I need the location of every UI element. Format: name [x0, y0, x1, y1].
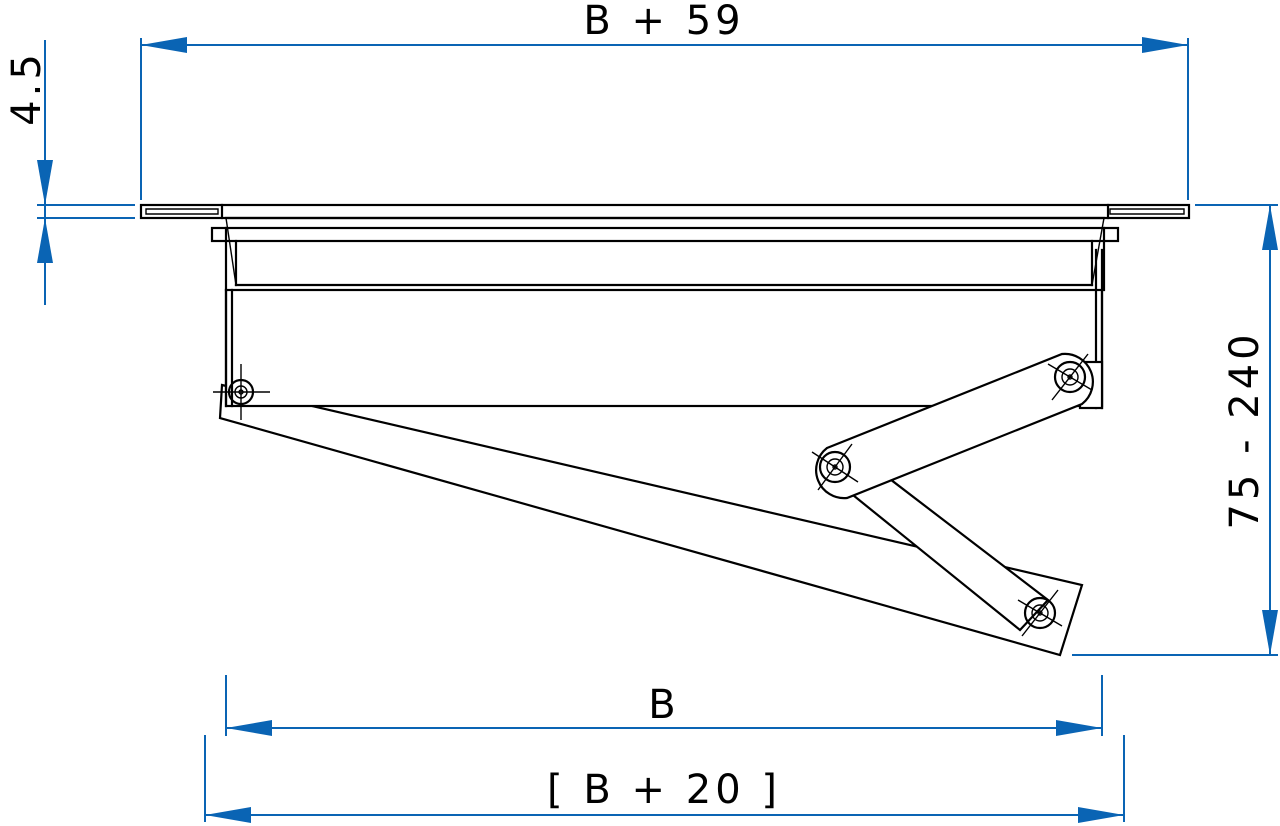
dim-flange-thickness: 4.5	[4, 40, 135, 305]
dim-clear-width: B	[225, 675, 1103, 736]
frame-lid	[139, 203, 1191, 292]
upper-link	[815, 352, 1094, 500]
pivot-lower-right	[1017, 589, 1063, 637]
dim-flange-thickness-label: 4.5	[4, 50, 50, 126]
dim-total-width-label: [ B + 20 ]	[547, 767, 781, 813]
dim-total-width: [ B + 20 ]	[204, 735, 1125, 823]
hatch-assembly	[139, 203, 1191, 657]
pivot-middle	[811, 443, 859, 491]
dim-installation-height-label: 75 - 240	[1222, 330, 1268, 529]
dim-overall-width-label: B + 59	[583, 0, 744, 44]
pivot-left	[213, 364, 270, 420]
dim-installation-height: 75 - 240	[1072, 204, 1278, 656]
pivot-upper-right	[1047, 353, 1093, 401]
housing	[224, 248, 1104, 410]
dim-overall-width: B + 59	[140, 0, 1189, 200]
lower-arm	[218, 383, 1084, 657]
dim-clear-width-label: B	[648, 682, 679, 728]
dimensions: B + 59 4.5 75 - 240 B	[4, 0, 1278, 823]
